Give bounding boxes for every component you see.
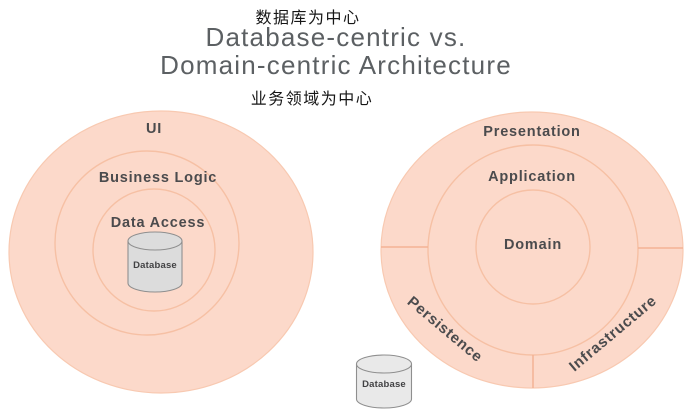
left-ring-label-ui: UI xyxy=(146,121,162,137)
label-domain-centric-zh: 业务领域为中心 xyxy=(250,91,374,108)
right-ring-label-application: Application xyxy=(488,169,576,185)
domain-centric-diagram: Presentation Application Domain Persiste… xyxy=(355,111,684,409)
label-database-centric-zh: 数据库为中心 xyxy=(255,10,361,27)
cylinder-top xyxy=(355,354,413,374)
right-inner-ring xyxy=(475,189,591,305)
right-database-cylinder-icon: Database xyxy=(355,354,413,409)
left-middle-ring xyxy=(54,150,240,336)
left-inner-ring xyxy=(92,188,216,312)
left-ring-label-data-access: Data Access xyxy=(111,215,206,231)
right-database-label: Database xyxy=(362,379,406,390)
left-ring-label-business-logic: Business Logic xyxy=(99,170,217,186)
page-title: Database-centric vs. Domain-centric Arch… xyxy=(160,22,512,80)
cylinder-body xyxy=(355,364,413,409)
right-ring-label-presentation: Presentation xyxy=(483,124,580,140)
right-ring-label-domain: Domain xyxy=(504,237,562,253)
title-line-1: Database-centric vs. xyxy=(205,22,467,52)
left-database-cylinder-icon: Database xyxy=(127,231,183,293)
database-centric-diagram: UI Business Logic Data Access Database xyxy=(8,110,314,394)
right-outer-ring xyxy=(380,111,684,389)
title-line-2: Domain-centric Architecture xyxy=(160,49,512,80)
cylinder-body xyxy=(127,241,183,293)
left-database-label: Database xyxy=(133,260,177,271)
cylinder-top xyxy=(127,231,183,251)
